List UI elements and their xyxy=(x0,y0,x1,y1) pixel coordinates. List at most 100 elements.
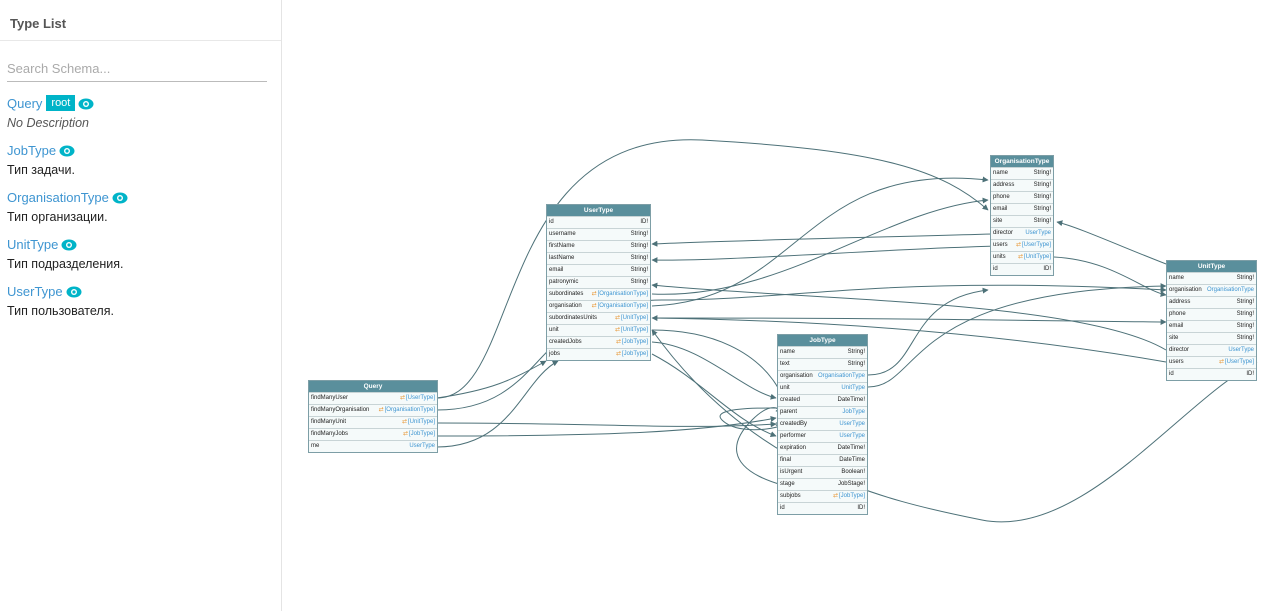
field-type[interactable]: [UserType] xyxy=(1224,359,1254,365)
search-input[interactable] xyxy=(7,59,267,82)
edge-9 xyxy=(651,329,787,429)
field-type[interactable]: [UserType] xyxy=(405,395,435,401)
type-link-unittype[interactable]: UnitType xyxy=(7,236,59,252)
field-row-findmanyunit[interactable]: findManyUnit⇄[UnitType] xyxy=(309,416,437,428)
field-row-subordinates[interactable]: subordinates⇄[OrganisationType] xyxy=(547,288,650,300)
type-description: Тип пользователя. xyxy=(7,304,114,318)
field-type-wrap: Boolean! xyxy=(841,467,865,478)
field-type[interactable]: [JobType] xyxy=(621,351,648,357)
field-row-unit[interactable]: unit⇄[UnitType] xyxy=(547,324,650,336)
field-type[interactable]: UnitType xyxy=(841,385,865,391)
eye-icon[interactable] xyxy=(59,144,75,157)
field-type[interactable]: [UserType] xyxy=(1021,242,1051,248)
field-type[interactable]: [OrganisationType] xyxy=(384,407,435,413)
field-type[interactable]: [JobType] xyxy=(621,339,648,345)
edge-5 xyxy=(436,360,547,399)
field-name: subordinates xyxy=(549,291,584,297)
field-type[interactable]: [JobType] xyxy=(408,431,435,437)
field-type[interactable]: [JobType] xyxy=(838,493,865,499)
field-row-createdjobs[interactable]: createdJobs⇄[JobType] xyxy=(547,336,650,348)
field-type-wrap: String! xyxy=(1034,216,1051,227)
field-type[interactable]: [OrganisationType] xyxy=(597,303,648,309)
type-link-jobtype[interactable]: JobType xyxy=(7,142,57,158)
field-type: String! xyxy=(1236,275,1254,281)
field-type-wrap: UserType xyxy=(1228,345,1254,356)
field-row-findmanyuser[interactable]: findManyUser⇄[UserType] xyxy=(309,392,437,404)
field-row-users[interactable]: users⇄[UserType] xyxy=(1167,356,1256,368)
type-link-usertype[interactable]: UserType xyxy=(7,283,63,299)
eye-icon[interactable] xyxy=(78,97,94,110)
field-type: ID! xyxy=(857,505,865,511)
field-row-subordinatesunits[interactable]: subordinatesUnits⇄[UnitType] xyxy=(547,312,650,324)
field-type[interactable]: OrganisationType xyxy=(1206,287,1254,293)
field-type-wrap: String! xyxy=(1034,180,1051,191)
eye-icon[interactable] xyxy=(66,285,82,298)
field-type[interactable]: UserType xyxy=(409,443,435,449)
field-row-findmanyjobs[interactable]: findManyJobs⇄[JobType] xyxy=(309,428,437,440)
field-row-users[interactable]: users⇄[UserType] xyxy=(991,239,1053,251)
field-type: ID! xyxy=(640,219,648,225)
eye-icon[interactable] xyxy=(61,238,77,251)
field-name: findManyUser xyxy=(311,395,349,401)
field-type[interactable]: [UnitType] xyxy=(620,327,648,333)
field-row-findmanyorganisation[interactable]: findManyOrganisation⇄[OrganisationType] xyxy=(309,404,437,416)
field-type[interactable]: UserType xyxy=(839,421,865,427)
field-type-wrap: String! xyxy=(1034,168,1051,179)
field-type[interactable]: [OrganisationType] xyxy=(597,291,648,297)
field-row-units[interactable]: units⇄[UnitType] xyxy=(991,251,1053,263)
relay-connection-icon: ⇄ xyxy=(378,407,384,413)
field-type: String! xyxy=(1033,182,1051,188)
field-type[interactable]: [UnitType] xyxy=(407,419,435,425)
field-type[interactable]: [UnitType] xyxy=(1023,254,1051,260)
field-type[interactable]: [UnitType] xyxy=(620,315,648,321)
field-type: String! xyxy=(1236,335,1254,341)
field-name: address xyxy=(993,182,1015,188)
field-type[interactable]: JobType xyxy=(842,409,865,415)
type-link-query[interactable]: Query xyxy=(7,95,43,111)
eye-icon[interactable] xyxy=(112,191,128,204)
edge-7 xyxy=(651,176,989,307)
field-type[interactable]: UserType xyxy=(1228,347,1254,353)
type-link-organisationtype[interactable]: OrganisationType xyxy=(7,189,109,205)
field-type-wrap: String! xyxy=(1237,333,1254,344)
field-type[interactable]: OrganisationType xyxy=(817,373,865,379)
type-description: Тип подразделения. xyxy=(7,257,124,271)
field-type[interactable]: UserType xyxy=(1025,230,1051,236)
edge-4 xyxy=(436,360,559,448)
field-row-organisation[interactable]: organisation⇄[OrganisationType] xyxy=(547,300,650,312)
field-type-wrap: UserType xyxy=(1025,228,1051,239)
field-row-subjobs[interactable]: subjobs⇄[JobType] xyxy=(778,490,867,502)
root-badge: root xyxy=(46,95,76,111)
field-type[interactable]: UserType xyxy=(839,433,865,439)
field-type-wrap: ⇄[UnitType] xyxy=(402,417,435,428)
field-type: String! xyxy=(630,255,648,261)
field-row-jobs[interactable]: jobs⇄[JobType] xyxy=(547,348,650,360)
type-name-row: JobType xyxy=(7,141,281,159)
